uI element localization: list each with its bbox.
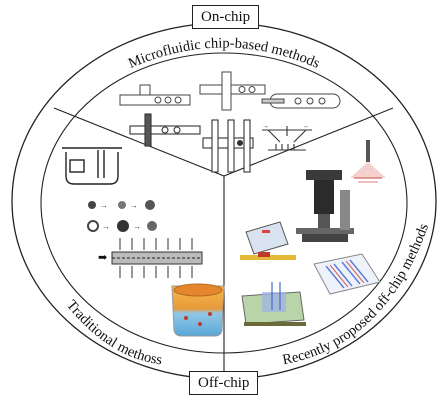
svg-text:←: ← — [303, 122, 310, 130]
chip-sketch-flow-focusing: → ← — [262, 122, 312, 151]
slide-device-sketch — [240, 221, 296, 260]
beaker-sketch — [171, 283, 225, 337]
divider-left — [53, 107, 225, 177]
svg-text:→: → — [262, 122, 269, 130]
svg-text:→: → — [102, 222, 110, 231]
chip-sketch-cross-junction — [199, 71, 266, 111]
svg-text:➡: ➡ — [98, 252, 107, 264]
on-chip-label: On-chip — [192, 5, 260, 29]
chip-sketch-t-junction — [119, 84, 191, 106]
sector-left-title: Traditional methoss — [63, 297, 163, 368]
sector-top-title: Microfluidic chip-based methods — [126, 35, 322, 71]
container-sketch — [62, 147, 122, 185]
stage-platform-sketch — [241, 282, 306, 326]
chip-sketch-channel-array — [129, 113, 254, 173]
divider-right — [223, 107, 394, 177]
svg-text:→: → — [100, 201, 108, 210]
instrument-sketch — [296, 170, 354, 242]
svg-text:→: → — [133, 222, 141, 231]
chip-sketch-coflow-capillary — [261, 93, 341, 109]
svg-text:→: → — [130, 201, 138, 210]
array-chip-sketch — [313, 253, 381, 295]
droplet-process-sketch: → → → → — [87, 200, 157, 232]
membrane-emulsification-sketch: ➡ — [98, 238, 203, 278]
sector-right-title: Recently proposed off-chip methods — [281, 221, 432, 368]
nozzle-spray-sketch — [350, 140, 386, 183]
off-chip-label: Off-chip — [189, 371, 259, 395]
